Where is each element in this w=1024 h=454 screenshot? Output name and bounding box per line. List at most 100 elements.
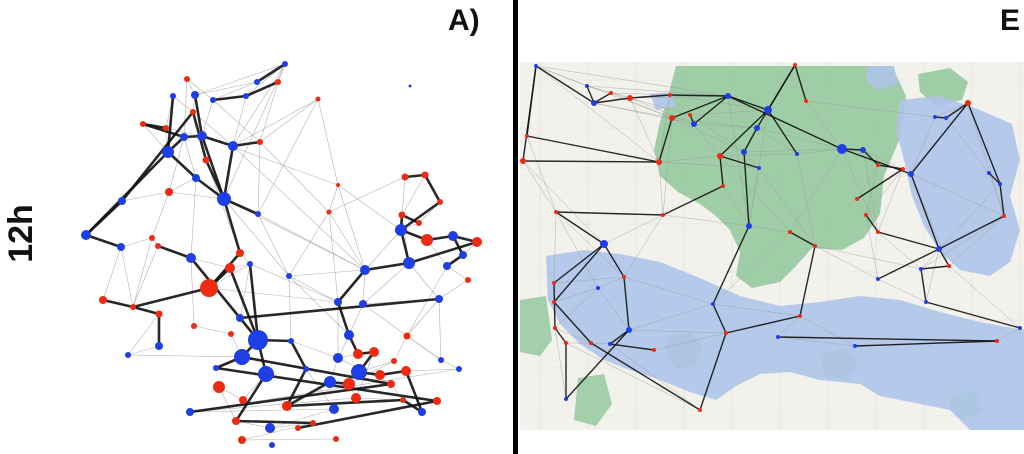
b-node-red [668,93,672,97]
b-node-red [717,153,723,159]
a-node-red [421,171,429,179]
a-weak-edge [102,246,122,301]
a-strong-edge [101,298,135,309]
map-blue-lake-north [866,66,898,90]
a-strong-edge [289,339,308,371]
a-node-blue [351,364,367,380]
b-weak-edge [948,215,1005,267]
a-weak-edge [193,325,232,335]
b-strong-edge [609,329,630,345]
b-strong-edge [586,85,595,104]
a-node-red [140,121,146,127]
b-strong-edge [727,95,843,150]
map-green-forest [654,66,906,288]
b-weak-edge [865,168,904,216]
b-node-blue [585,84,589,88]
b-strong-edge [590,342,701,411]
a-node-red [236,249,244,257]
b-weak-edge [719,153,798,157]
b-strong-edge [794,64,807,102]
b-strong-edge [629,94,671,99]
b-node-red [589,341,593,345]
b-node-red [813,244,817,248]
a-node-red [398,211,406,219]
a-weak-edge [438,298,442,361]
a-node-blue [303,366,309,372]
b-weak-edge [610,92,671,96]
a-weak-edge [362,269,366,305]
b-weak-edge [554,327,567,400]
a-strong-edge [234,372,268,423]
a-strong-edge [336,268,367,304]
a-node-blue [438,357,444,363]
b-strong-edge [526,65,537,137]
row-label-12h: 12h [0,188,42,278]
a-weak-edge [259,141,330,213]
b-node-red [553,326,557,330]
a-node-blue [170,93,176,99]
a-node-blue [234,349,250,365]
a-node-blue [155,342,163,350]
b-weak-edge [689,109,769,116]
b-weak-edge [712,231,791,305]
a-node-red [400,397,406,403]
a-node-blue [258,366,274,382]
a-node-blue [180,133,188,141]
a-weak-edge [406,298,440,337]
b-weak-edge [671,117,758,129]
b-weak-edge [671,117,745,153]
a-weak-edge [132,245,159,308]
b-weak-edge [814,245,922,270]
b-weak-edge [756,127,798,155]
b-weak-edge [586,85,631,99]
a-node-red [375,370,385,380]
b-weak-edge [689,114,745,153]
b-strong-edge [743,127,758,153]
b-node-red [1002,214,1006,218]
a-node-red [333,436,339,442]
b-strong-edge [623,276,630,331]
a-weak-edge [362,262,410,305]
row-label-text: 12h [1,203,40,263]
a-node-blue [192,174,200,182]
b-strong-edge [669,94,729,97]
a-weak-edge [288,275,339,303]
b-strong-edge [841,148,912,175]
b-strong-edge [593,97,631,104]
a-strong-edge [131,305,161,316]
map-green-patch-east [918,68,968,106]
a-node-blue [217,192,231,206]
a-node-red [232,417,240,425]
b-strong-edge [609,343,655,351]
b-strong-edge [877,231,940,250]
b-node-blue [534,64,538,68]
a-weak-edge [288,275,292,342]
b-node-blue [924,300,928,304]
b-strong-edge [938,248,950,267]
b-strong-edge [662,185,724,216]
b-node-red [525,134,529,138]
a-node-blue [333,353,343,363]
b-weak-edge [623,276,714,305]
b-node-blue [754,125,760,131]
b-strong-edge [719,155,724,187]
b-weak-edge [522,160,557,213]
a-weak-edge [127,345,160,356]
a-node-blue [435,295,443,303]
a-weak-edge [257,98,319,215]
a-strong-edge [84,233,123,249]
a-node-blue [459,251,467,259]
b-strong-edge [719,155,760,169]
b-weak-edge [658,94,671,163]
a-node-blue [210,97,216,103]
a-strong-edge [248,262,260,342]
a-weak-edge [328,184,339,213]
a-weak-edge [121,191,170,202]
b-node-red [661,213,665,217]
a-weak-edge [168,136,185,193]
b-strong-edge [777,336,998,342]
a-weak-edge [127,313,160,356]
a-node-red [403,332,411,340]
b-weak-edge [554,327,592,344]
a-weak-edge [362,303,408,337]
